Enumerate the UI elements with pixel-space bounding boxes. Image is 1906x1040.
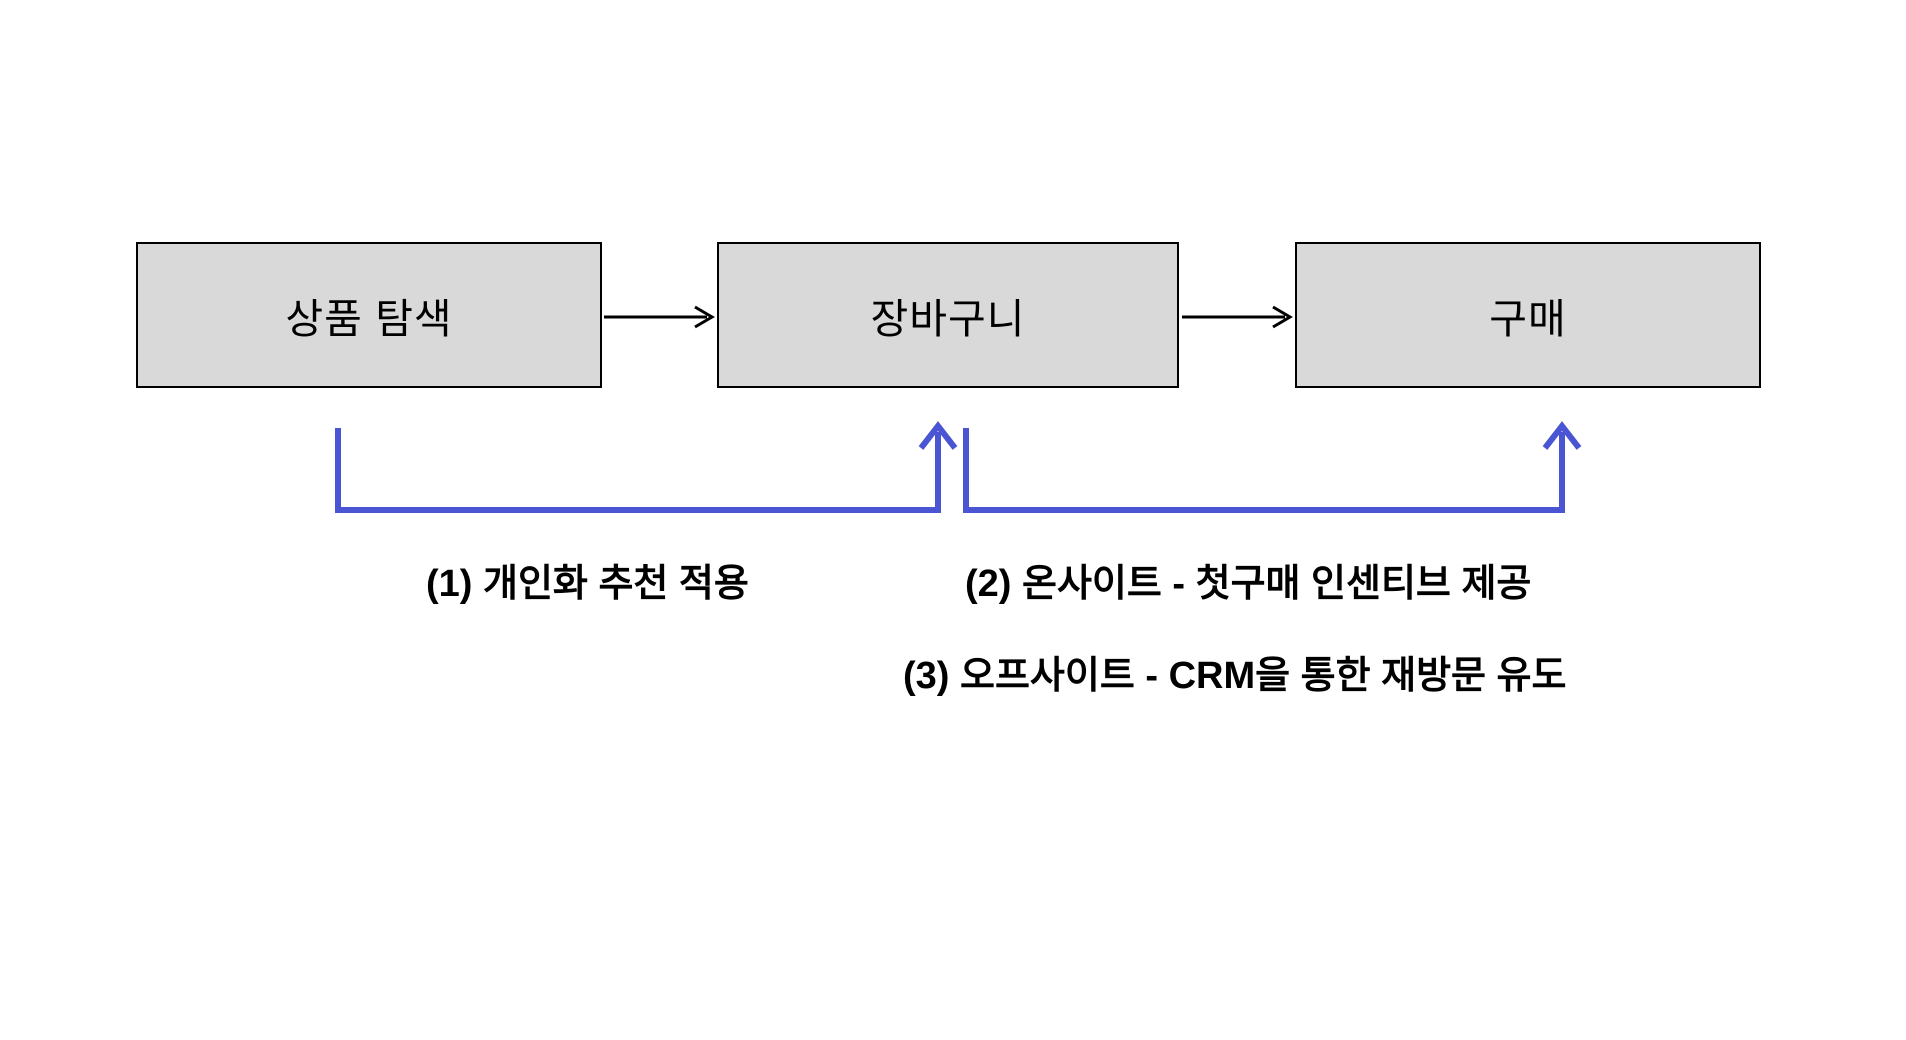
stage-label-cart: 장바구니 [870,296,1026,342]
loop-arrow-to-cart [335,421,958,513]
stage-box-purchase[interactable]: 구매 [1295,242,1761,388]
flow-arrow-cart-to-purchase [1182,305,1293,329]
caption-personalized-recommendation: (1) 개인화 추천 적용 [426,563,749,605]
caption-offsite-crm: (3) 오프사이트 - CRM을 통한 재방문 유도 [903,655,1567,697]
loop-arrow-to-purchase [963,421,1582,513]
stage-label-discovery: 상품 탐색 [285,296,453,342]
stage-box-cart[interactable]: 장바구니 [717,242,1179,388]
stage-label-purchase: 구매 [1489,296,1567,342]
flow-arrow-discovery-to-cart [604,305,715,329]
stage-box-discovery[interactable]: 상품 탐색 [136,242,602,388]
caption-onsite-incentive: (2) 온사이트 - 첫구매 인센티브 제공 [965,563,1532,605]
